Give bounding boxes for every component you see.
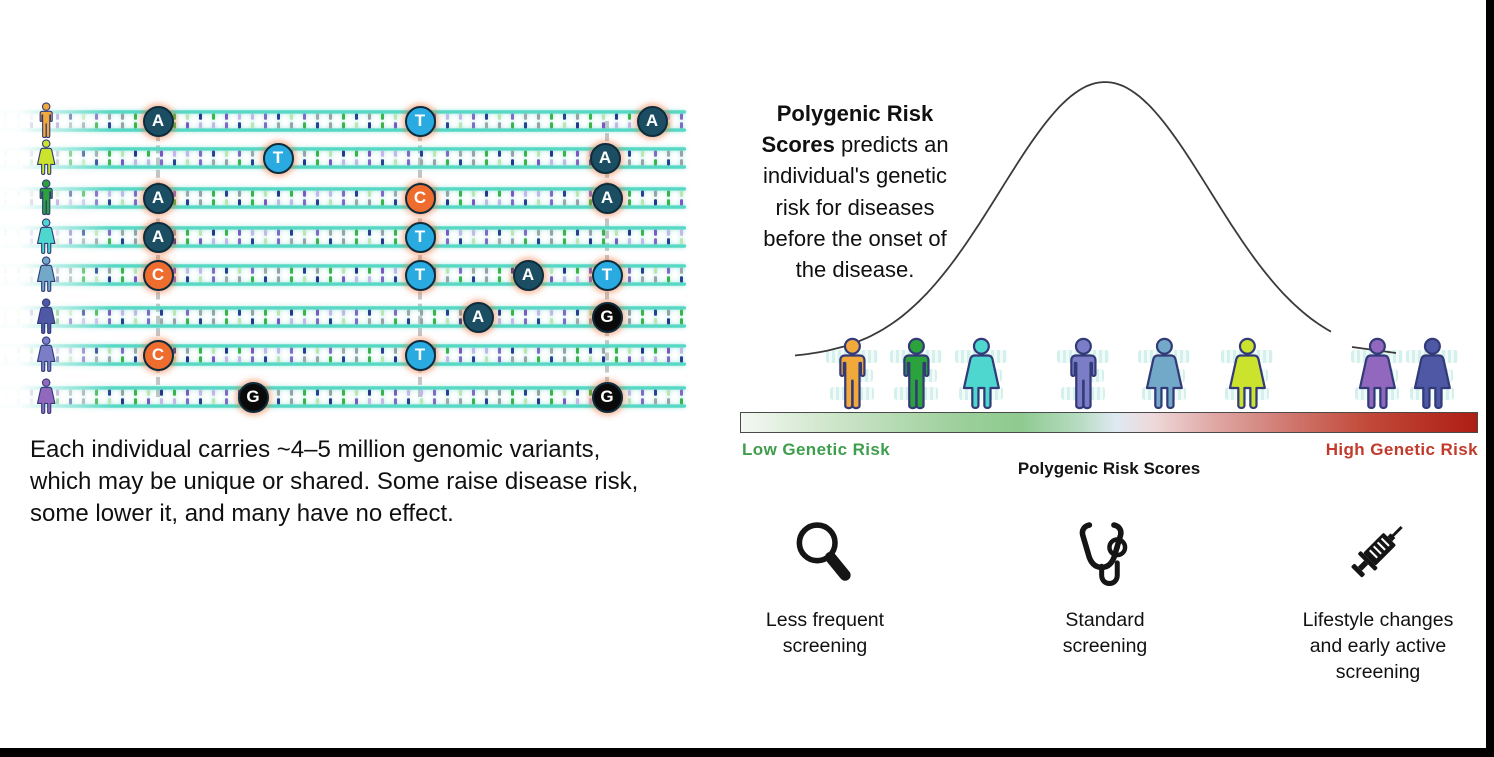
risk-gradient-bar (740, 412, 1478, 433)
risk-figure (1144, 337, 1185, 418)
variant-base-chip: T (404, 339, 436, 371)
female-person-icon (36, 378, 56, 415)
risk-distribution-figures (730, 320, 1490, 435)
locus-dashed-line (605, 121, 609, 397)
risk-figure (896, 337, 937, 418)
polygenic-intro-text: Polygenic Risk Scores predicts an indivi… (746, 98, 964, 285)
person-row-marker (36, 139, 56, 182)
dna-fragment-backdrop (1142, 387, 1186, 400)
variant-base-chip: C (404, 182, 436, 214)
normal-distribution-curve (794, 81, 1332, 357)
variants-caption: Each individual carries ~4–5 million gen… (30, 436, 639, 527)
person-row-marker (36, 218, 56, 261)
person-row-marker (36, 378, 56, 421)
variant-base-chip: A (591, 182, 623, 214)
person-row-marker (36, 256, 56, 299)
risk-figure (1412, 337, 1453, 418)
dna-fragment-backdrop (1225, 387, 1269, 400)
variant-base-chip: A (462, 301, 494, 333)
variant-base-chip: T (262, 142, 294, 174)
intro-rest: predicts an individual's genetic risk fo… (763, 132, 949, 283)
variant-base-chip: A (142, 105, 174, 137)
recommendation-label: Standard screening (1062, 609, 1148, 657)
dna-strand-row (0, 382, 686, 412)
stethoscope-icon (1079, 522, 1128, 586)
male-person-icon (903, 337, 930, 410)
recommendation-group: Standard screening (990, 515, 1220, 660)
variant-base-chip: A (142, 221, 174, 253)
recommendation-group: Less frequent screening (710, 515, 940, 660)
recommendation-label: Lifestyle changes and early active scree… (1302, 609, 1454, 683)
female-person-icon (36, 298, 56, 335)
risk-figure (1357, 337, 1398, 418)
dna-fragment-backdrop (959, 387, 1003, 400)
female-person-icon (36, 336, 56, 373)
female-person-icon (962, 337, 1000, 410)
male-person-icon (839, 337, 866, 410)
person-row-marker (36, 179, 56, 222)
variant-base-chip: G (237, 381, 269, 413)
person-row-marker (36, 298, 56, 341)
recommendation-label: Less frequent screening (765, 609, 885, 657)
male-person-icon (39, 179, 53, 216)
female-person-icon (1413, 337, 1451, 410)
variant-base-chip: C (142, 339, 174, 371)
dna-fragment-backdrop (1410, 387, 1454, 400)
variant-base-chip: G (591, 381, 623, 413)
person-row-marker (36, 336, 56, 379)
recommendation-group: Lifestyle changes and early active scree… (1263, 515, 1493, 686)
variant-base-chip: T (404, 105, 436, 137)
female-person-icon (1358, 337, 1396, 410)
female-person-icon (1228, 337, 1266, 410)
syringe-icon (1351, 525, 1403, 578)
female-person-icon (36, 256, 56, 293)
magnifier-icon (796, 522, 851, 581)
person-row-marker (36, 102, 56, 145)
frame-right-bar (1486, 0, 1494, 757)
male-person-icon (1070, 337, 1097, 410)
low-risk-label: Low Genetic Risk (742, 440, 891, 459)
variant-base-chip: A (589, 142, 621, 174)
risk-figure (832, 337, 873, 418)
female-person-icon (36, 139, 56, 176)
dna-fragment-backdrop (1355, 387, 1399, 400)
risk-figure (1227, 337, 1268, 418)
high-risk-label: High Genetic Risk (1325, 440, 1478, 459)
bell-curve (794, 81, 1397, 357)
locus-dashed-line (418, 121, 422, 397)
risk-figure (961, 337, 1002, 418)
variant-base-chip: T (591, 259, 623, 291)
intro-bold: Polygenic Risk Scores (761, 101, 934, 158)
variant-base-chip: A (142, 182, 174, 214)
female-person-icon (1145, 337, 1183, 410)
dna-ladder (0, 386, 686, 408)
variant-base-chip: G (591, 301, 623, 333)
variant-base-chip: T (404, 259, 436, 291)
strand-fade-overlay (0, 95, 112, 425)
male-person-icon (39, 102, 53, 139)
variant-base-chip: A (636, 105, 668, 137)
risk-figure (1063, 337, 1104, 418)
variant-base-chip: C (142, 259, 174, 291)
locus-dashed-line (156, 121, 160, 397)
frame-bottom-bar (0, 748, 1494, 757)
variant-base-chip: T (404, 221, 436, 253)
variant-base-chip: A (512, 259, 544, 291)
risk-axis-title: Polygenic Risk Scores (1017, 459, 1201, 478)
female-person-icon (36, 218, 56, 255)
